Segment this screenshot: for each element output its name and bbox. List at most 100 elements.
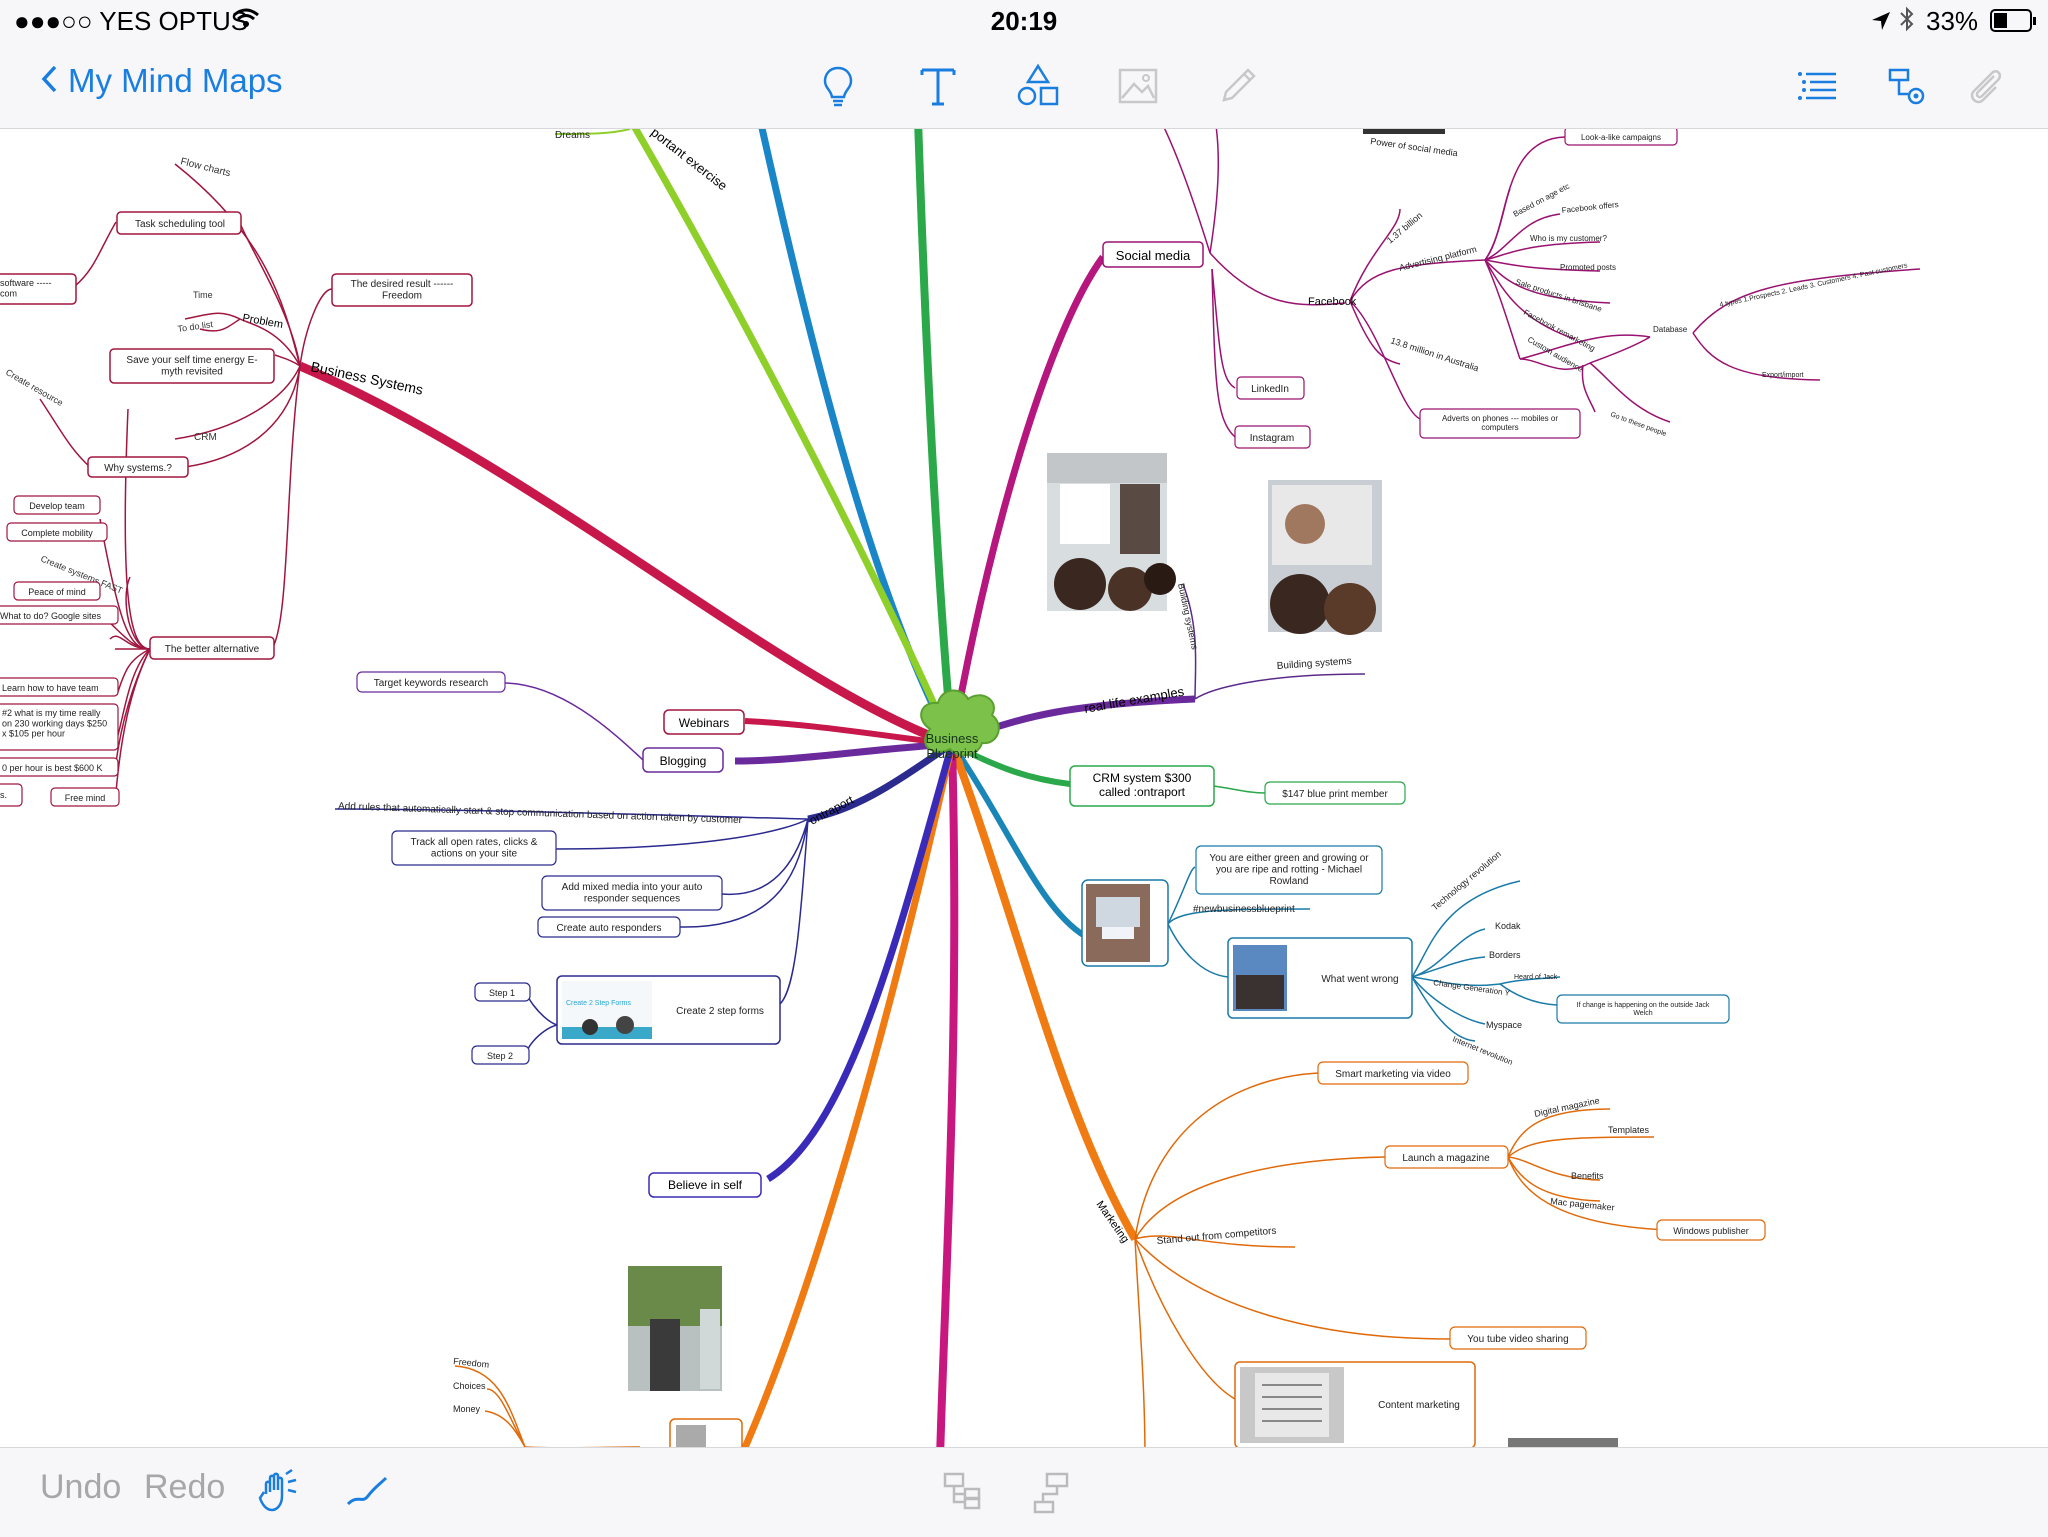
real-life-label[interactable]: real life examples [1083, 684, 1186, 716]
per-hour-node[interactable]: 0 per hour is best $600 K [0, 757, 119, 777]
heard-jack[interactable]: Heard of Jack [1514, 974, 1558, 981]
two-step-forms-node[interactable]: Create 2 Step Forms Create 2 step forms [556, 975, 781, 1045]
flow-charts[interactable]: Flow charts [179, 156, 231, 179]
step2-node[interactable]: Step 2 [471, 1045, 530, 1065]
blueprint-member-node[interactable]: $147 blue print member [1264, 781, 1406, 805]
benefits-label[interactable]: Benefits [1571, 1171, 1604, 1181]
building-systems-label[interactable]: Building systems [1276, 656, 1352, 672]
believe-node[interactable]: Believe in self [648, 1172, 762, 1198]
stand-out-label[interactable]: Stand out from competitors [1156, 1226, 1277, 1247]
important-exercise-label[interactable]: portant exercise [648, 129, 730, 193]
crm-label[interactable]: CRM [194, 432, 217, 443]
export-label[interactable]: Export/import [1762, 372, 1804, 379]
image-icon[interactable] [1110, 58, 1166, 114]
digital-magazine[interactable]: Digital magazine [1533, 1095, 1600, 1119]
windows-publisher-node[interactable]: Windows publisher [1656, 1219, 1766, 1241]
text-icon[interactable] [910, 58, 966, 114]
content-marketing-node[interactable]: Content marketing [1234, 1361, 1476, 1447]
attachment-icon[interactable] [1956, 58, 2012, 114]
create-resource[interactable]: Create resource [4, 367, 65, 408]
promoted-posts[interactable]: Promoted posts [1560, 263, 1616, 272]
database-label[interactable]: Database [1653, 325, 1688, 334]
develop-team-node[interactable]: Develop team [13, 495, 101, 515]
s-node[interactable]: s. [0, 783, 23, 807]
launch-magazine-node[interactable]: Launch a magazine [1384, 1145, 1509, 1169]
add-child-topic-icon[interactable] [935, 1464, 989, 1518]
learn-team-node[interactable]: Learn how to have team [0, 677, 119, 697]
software-node[interactable]: software -----com [0, 273, 77, 305]
photo-bottom-right[interactable] [1508, 1438, 1618, 1447]
linkedin-node[interactable]: LinkedIn [1236, 376, 1305, 400]
social-media-node[interactable]: Social media [1102, 241, 1204, 268]
map-settings-icon[interactable] [1880, 58, 1936, 114]
step1-node[interactable]: Step 1 [474, 982, 531, 1002]
facebook-label[interactable]: Facebook [1308, 296, 1357, 308]
undo-button[interactable]: Undo [40, 1468, 122, 1506]
growing-photo-node[interactable] [1081, 879, 1169, 967]
ad-platform-label[interactable]: Advertising platform [1398, 244, 1478, 273]
desired-result-node[interactable]: The desired result ------Freedom [331, 273, 473, 307]
blogging-node[interactable]: Blogging [642, 747, 724, 773]
look-alike-node[interactable]: Look-a-like campaigns [1564, 129, 1678, 146]
change-outside-node[interactable]: If change is happening on the outside Ja… [1556, 994, 1730, 1024]
freedom-label[interactable]: Freedom [453, 1356, 490, 1370]
building-systems-vertical[interactable]: Building systems [1176, 582, 1200, 651]
choices-label[interactable]: Choices [453, 1381, 486, 1391]
million-label[interactable]: 13.8 million in Australia [1389, 335, 1480, 373]
who-customer[interactable]: Who is my customer? [1530, 234, 1607, 243]
why-systems-node[interactable]: Why systems.? [87, 456, 189, 478]
billion-label[interactable]: 1.37 billion [1385, 210, 1424, 245]
instagram-node[interactable]: Instagram [1234, 425, 1311, 449]
time-label[interactable]: Time [193, 290, 213, 300]
better-alternative-node[interactable]: The better alternative [149, 636, 275, 660]
templates-label[interactable]: Templates [1608, 1125, 1650, 1135]
todo-label[interactable]: To do list [177, 319, 214, 334]
outline-list-icon[interactable] [1792, 58, 1848, 114]
power-social[interactable]: Power of social media [1370, 136, 1459, 158]
shapes-icon[interactable] [1010, 58, 1066, 114]
complete-mobility-node[interactable]: Complete mobility [6, 522, 108, 542]
task-scheduling-node[interactable]: Task scheduling tool [116, 211, 242, 235]
pencil-icon[interactable] [1210, 58, 1266, 114]
free-mind-node[interactable]: Free mind [50, 787, 120, 807]
hand-pan-icon[interactable] [252, 1464, 306, 1518]
peace-of-mind-node[interactable]: Peace of mind [13, 581, 101, 601]
mac-pagemaker[interactable]: Mac pagemaker [1550, 1196, 1615, 1213]
webinars-node[interactable]: Webinars [663, 709, 745, 735]
what-to-do-node[interactable]: What to do? Google sites [0, 605, 119, 625]
add-sibling-topic-icon[interactable] [1025, 1464, 1079, 1518]
photo-seminar-1[interactable] [1047, 453, 1176, 611]
freehand-line-icon[interactable] [340, 1464, 394, 1518]
myspace-label[interactable]: Myspace [1486, 1020, 1522, 1030]
borders-label[interactable]: Borders [1489, 950, 1521, 960]
fb-offers[interactable]: Facebook offers [1561, 200, 1619, 215]
types-label[interactable]: 4 types 1.Prospects 2. Leads 3. Customer… [1719, 262, 1909, 309]
hashtag-label[interactable]: #newbusinessblueprint [1193, 904, 1295, 915]
add-rules-label[interactable]: Add rules that automatically start & sto… [338, 801, 743, 826]
street-photo[interactable] [628, 1266, 722, 1391]
what-went-wrong-node[interactable]: What went wrong [1227, 937, 1413, 1019]
back-button[interactable]: My Mind Maps [40, 62, 283, 102]
create-autoresponders-node[interactable]: Create auto responders [537, 916, 681, 938]
gen-y-label[interactable]: Change Generation Y [1433, 978, 1511, 998]
dreams-label[interactable]: Dreams [555, 130, 590, 141]
redo-button[interactable]: Redo [144, 1468, 226, 1506]
money-label[interactable]: Money [453, 1404, 481, 1414]
go-to-people[interactable]: Go to these people [1609, 411, 1667, 438]
lightbulb-icon[interactable] [810, 58, 866, 114]
track-rates-node[interactable]: Track all open rates, clicks &actions on… [391, 830, 557, 866]
target-keywords-node[interactable]: Target keywords research [356, 671, 506, 693]
photo-seminar-2[interactable] [1268, 480, 1382, 635]
save-time-node[interactable]: Save your self time energy E-myth revisi… [109, 348, 275, 384]
kodak-label[interactable]: Kodak [1495, 921, 1521, 931]
smart-video-node[interactable]: Smart marketing via video [1317, 1061, 1469, 1085]
photo-top[interactable] [1363, 129, 1445, 134]
